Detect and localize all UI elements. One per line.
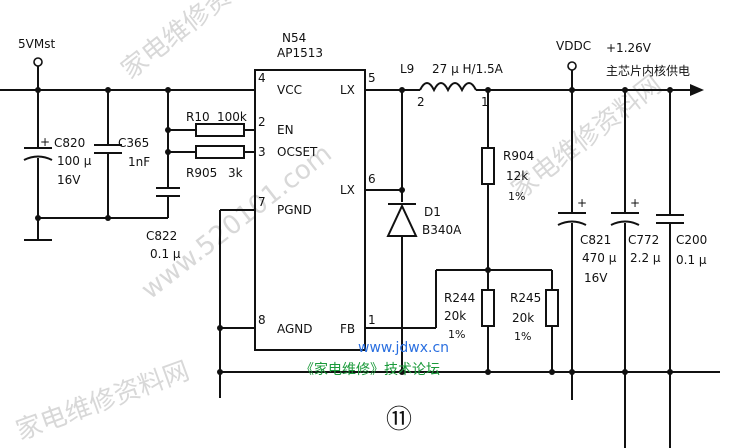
ic-part: AP1513 bbox=[277, 46, 323, 60]
r905-value: 3k bbox=[228, 166, 243, 180]
magazine-watermark: 《家电维修》技术论坛 bbox=[300, 361, 440, 378]
d1-diode bbox=[386, 203, 418, 237]
r904-value: 12k bbox=[506, 169, 528, 183]
output-description: 主芯片内核供电 bbox=[606, 64, 690, 78]
pin-number-1: 1 bbox=[368, 313, 376, 327]
c772-ref: C772 bbox=[628, 233, 659, 247]
r905-ref: R905 bbox=[186, 166, 217, 180]
site-watermark: www.jdwx.cn bbox=[358, 340, 449, 356]
c820-voltage: 16V bbox=[57, 173, 81, 187]
r245-value: 20k bbox=[512, 311, 534, 325]
c822-value: 0.1 μ bbox=[150, 247, 181, 261]
c821-voltage: 16V bbox=[584, 271, 608, 285]
l9-inductor bbox=[419, 82, 477, 93]
c772-value: 2.2 μ bbox=[630, 251, 661, 265]
pin-number-4: 4 bbox=[258, 71, 266, 85]
r244-ref: R244 bbox=[444, 291, 475, 305]
faint-watermark-1: 家电维修资料网 bbox=[116, 0, 278, 86]
r904-tolerance: 1% bbox=[508, 190, 525, 203]
pin-number-7: 7 bbox=[258, 195, 266, 209]
l9-pin1: 1 bbox=[481, 95, 489, 109]
l9-ref: L9 bbox=[400, 62, 414, 76]
output-arrow-icon bbox=[690, 84, 704, 96]
pin-fb-label: FB bbox=[340, 322, 355, 336]
r10-value: 100k bbox=[217, 110, 247, 124]
pin-agnd-label: AGND bbox=[277, 322, 313, 336]
ic-ref: N54 bbox=[282, 31, 306, 45]
r245-resistor bbox=[545, 289, 559, 327]
r10-resistor bbox=[195, 123, 245, 137]
pin-number-6: 6 bbox=[368, 172, 376, 186]
r905-resistor bbox=[195, 145, 245, 159]
pin-number-3: 3 bbox=[258, 145, 266, 159]
pin-number-8: 8 bbox=[258, 313, 266, 327]
c365-ref: C365 bbox=[118, 136, 149, 150]
output-net-label: VDDC bbox=[556, 39, 591, 53]
c772-plus: + bbox=[630, 196, 640, 210]
c820-value: 100 μ bbox=[57, 154, 92, 168]
input-net-label: 5VMst bbox=[18, 37, 55, 51]
c365-value: 1nF bbox=[128, 155, 150, 169]
r244-resistor bbox=[481, 289, 495, 327]
pin-number-2: 2 bbox=[258, 115, 266, 129]
c821-ref: C821 bbox=[580, 233, 611, 247]
output-voltage: +1.26V bbox=[606, 41, 652, 55]
pin-en-label: EN bbox=[277, 123, 294, 137]
r904-resistor bbox=[481, 147, 495, 185]
r10-ref: R10 bbox=[186, 110, 210, 124]
r245-ref: R245 bbox=[510, 291, 541, 305]
figure-number: ⑪ bbox=[386, 405, 412, 435]
c200-value: 0.1 μ bbox=[676, 253, 707, 267]
r245-tolerance: 1% bbox=[514, 330, 531, 343]
pin-ocset-label: OCSET bbox=[277, 145, 318, 159]
c822-ref: C822 bbox=[146, 229, 177, 243]
pin-number-5: 5 bbox=[368, 71, 376, 85]
pin-lx-mid-label: LX bbox=[340, 183, 355, 197]
pin-vcc-label: VCC bbox=[277, 83, 302, 97]
output-terminal bbox=[567, 61, 577, 71]
l9-value: 27 μ H/1.5A bbox=[432, 62, 504, 76]
faint-watermark-4: 家电维修资料网 bbox=[12, 356, 193, 446]
c200-ref: C200 bbox=[676, 233, 707, 247]
pin-pgnd-label: PGND bbox=[277, 203, 312, 217]
c821-value: 470 μ bbox=[582, 251, 617, 265]
pin-lx-top-label: LX bbox=[340, 83, 355, 97]
c821-plus: + bbox=[577, 196, 587, 210]
d1-part: B340A bbox=[422, 223, 462, 237]
r904-ref: R904 bbox=[503, 149, 534, 163]
l9-pin2: 2 bbox=[417, 95, 425, 109]
c820-ref: C820 bbox=[54, 136, 85, 150]
r244-value: 20k bbox=[444, 309, 466, 323]
d1-ref: D1 bbox=[424, 205, 441, 219]
c820-plus: + bbox=[40, 135, 50, 149]
r244-tolerance: 1% bbox=[448, 328, 465, 341]
input-terminal bbox=[33, 57, 43, 67]
faint-watermark-2: www.520101.com bbox=[136, 139, 338, 306]
